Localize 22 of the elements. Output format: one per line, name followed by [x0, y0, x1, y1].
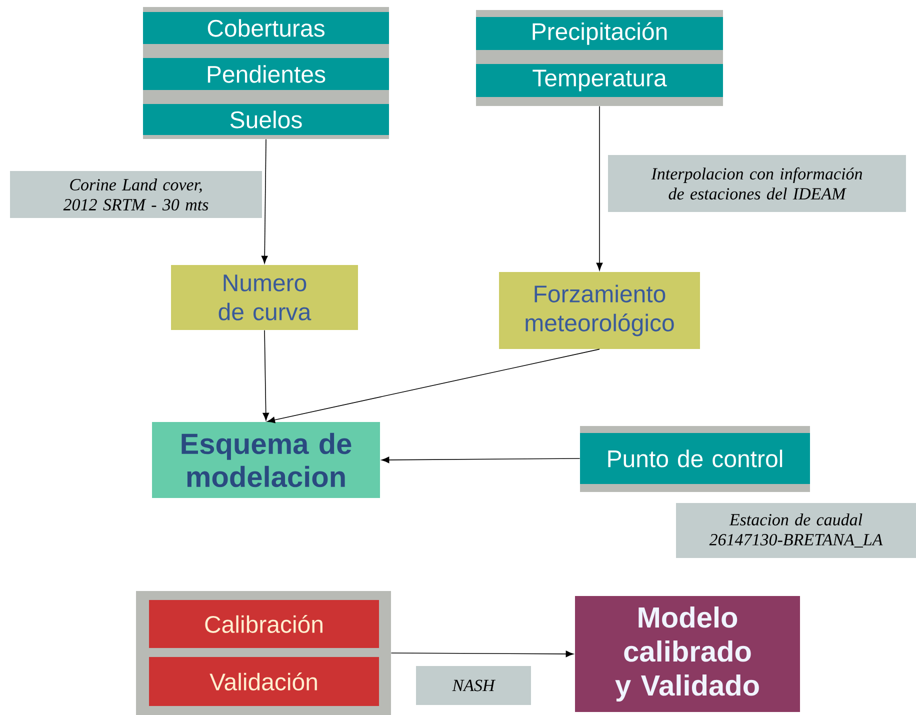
process-box: Numero de curva	[171, 265, 358, 330]
arrow	[261, 138, 268, 264]
arrow	[390, 650, 574, 658]
layer-bar: Suelos	[143, 104, 389, 135]
step-bar: Validación	[149, 657, 379, 706]
note-box: Estacion de caudal 26147130-BRETANA_LA	[676, 503, 916, 558]
layer-bar: Precipitación	[476, 17, 723, 50]
layer-bar: Temperatura	[476, 64, 723, 97]
process-box: Esquema de modelacion	[152, 422, 380, 498]
process-box: Forzamiento meteorológico	[499, 272, 700, 349]
control-box: Punto de control	[580, 426, 810, 492]
layer-bar: Coberturas	[143, 12, 389, 44]
result-box: Modelo calibrado y Validado	[575, 596, 800, 712]
note-box: Corine Land cover, 2012 SRTM - 30 mts	[10, 171, 262, 218]
layer-bar: Pendientes	[143, 58, 389, 90]
arrow	[381, 456, 580, 464]
step-bar: Calibración	[149, 600, 379, 648]
arrow	[596, 106, 603, 271]
arrow	[262, 330, 270, 421]
arrow	[267, 348, 600, 424]
note-box: NASH	[416, 666, 531, 705]
note-box: Interpolacion con información de estaciones del IDEAM	[608, 155, 906, 212]
